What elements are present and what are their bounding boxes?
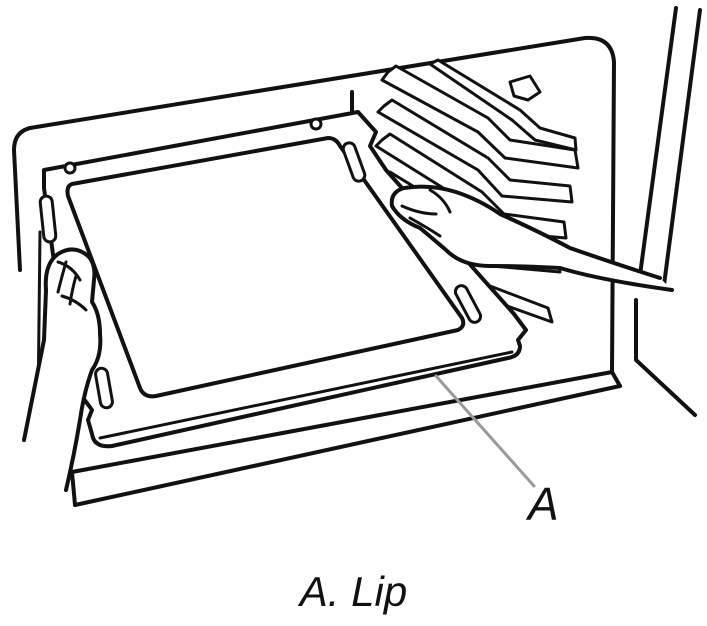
callout-a: A: [434, 374, 559, 530]
oven-cavity: [12, 35, 622, 507]
callout-a-letter: A: [525, 478, 559, 530]
figure-caption: A. Lip: [299, 568, 408, 615]
callout-a-leader-line: [434, 374, 536, 488]
oven-door-frame: [634, 6, 702, 417]
right-hand: [389, 184, 674, 292]
left-hand: [22, 247, 103, 492]
